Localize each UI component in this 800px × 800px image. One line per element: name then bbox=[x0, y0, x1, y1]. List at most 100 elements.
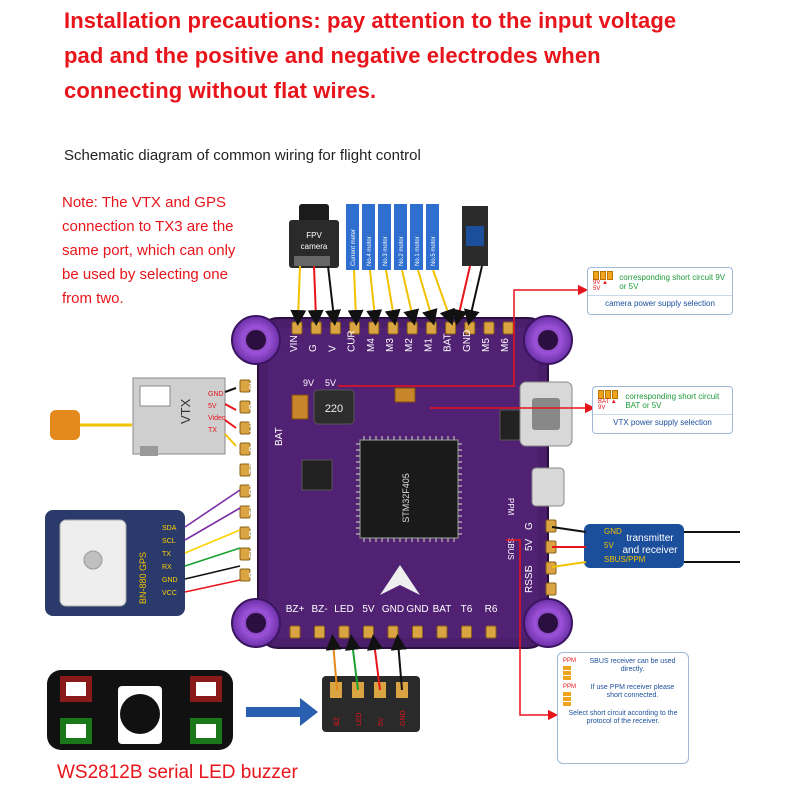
bottom-pad bbox=[289, 625, 301, 639]
motor-label-box bbox=[378, 204, 391, 270]
right-pad bbox=[545, 519, 557, 533]
sbus-note: SBUS receiver can be used directly. bbox=[589, 658, 676, 673]
vtx-pin-label: GND bbox=[208, 391, 224, 398]
motor-label-text: No.2 motor bbox=[399, 236, 405, 266]
right-pad bbox=[545, 561, 557, 575]
buzzer-pin-label: LED bbox=[356, 712, 363, 726]
bottom-pad-label: BZ- bbox=[311, 604, 327, 615]
left-pad-label: G bbox=[248, 571, 259, 579]
right-pad-label: RSSI bbox=[524, 570, 535, 593]
capacitor bbox=[394, 387, 416, 403]
top-pad bbox=[368, 321, 380, 335]
svg-text:220: 220 bbox=[325, 403, 343, 415]
note-line-4: be used by selecting one bbox=[62, 266, 228, 283]
right-pad-label: 5V bbox=[524, 538, 535, 551]
motor-label-text: No.5 motor bbox=[431, 236, 437, 266]
gps-module: BN-880 GPS bbox=[45, 510, 185, 616]
left-pad bbox=[239, 484, 251, 498]
bottom-pad bbox=[363, 625, 374, 639]
note-line-1: Note: The VTX and GPS bbox=[62, 194, 226, 211]
title-line-2: pad and the positive and negative electr… bbox=[64, 43, 601, 68]
gps-pin-label: TX bbox=[162, 551, 171, 558]
left-pad-label: G bbox=[248, 403, 259, 411]
mcu-chip: STM32F405 bbox=[356, 436, 462, 542]
note-line-3: same port, which can only bbox=[62, 242, 236, 259]
top-pad bbox=[425, 321, 437, 335]
buzzer-connector bbox=[322, 676, 420, 732]
receiver-wires bbox=[551, 526, 740, 568]
ppm-note: If use PPM receiver please short connect… bbox=[590, 684, 675, 699]
bottom-pad bbox=[387, 625, 399, 639]
motor-label-box bbox=[426, 204, 439, 270]
buzzer-caption: WS2812B serial LED buzzer bbox=[57, 762, 298, 783]
buzzer-pin-label: 5V bbox=[378, 717, 385, 726]
svg-text:BN-880 GPS: BN-880 GPS bbox=[138, 552, 148, 604]
top-pad bbox=[502, 321, 514, 335]
receiver-module: transmitter and receiver bbox=[584, 524, 684, 568]
vtx-wires bbox=[224, 387, 237, 447]
receiver-pin-label: GND bbox=[604, 527, 622, 536]
top-pad-label: M5 bbox=[481, 338, 492, 352]
bottom-pad-label: 5V bbox=[362, 604, 375, 615]
vtx-power-note: corresponding short circuit BAT or 5V bbox=[625, 391, 720, 410]
svg-text:VTX: VTX bbox=[178, 398, 193, 424]
top-pad-label: G bbox=[308, 344, 319, 352]
left-pad-label: 5V bbox=[248, 545, 259, 558]
vtx-module: VTX bbox=[132, 377, 226, 456]
svg-text:FPV: FPV bbox=[306, 231, 322, 240]
left-pad bbox=[239, 379, 251, 393]
receiver-protocol-callout: PPM SBUS receiver can be used directly. … bbox=[557, 652, 689, 764]
title-line-3: connecting without flat wires. bbox=[64, 78, 377, 103]
mcu-label: STM32F405 bbox=[401, 473, 411, 523]
standoff-bottom-right bbox=[523, 598, 573, 648]
left-pad bbox=[239, 505, 251, 519]
bottom-pad-label: GND bbox=[406, 604, 428, 615]
vtx-antenna bbox=[50, 410, 132, 440]
left-pad bbox=[239, 421, 251, 435]
vtx-power-title: VTX power supply selection bbox=[593, 414, 732, 430]
top-pad-label: M4 bbox=[366, 338, 377, 352]
inductor: 220 bbox=[313, 389, 355, 425]
standoff-bottom-left bbox=[231, 598, 281, 648]
top-pad bbox=[483, 321, 495, 335]
motor-wires bbox=[347, 269, 455, 326]
top-pad bbox=[329, 321, 341, 335]
svg-text:camera: camera bbox=[301, 242, 328, 251]
motor-label-box bbox=[346, 204, 359, 270]
camera-power-note: corresponding short circuit 9V or 5V bbox=[619, 272, 726, 291]
right-pad-label: G bbox=[524, 522, 535, 530]
diagram-subtitle: Schematic diagram of common wiring for f… bbox=[64, 147, 421, 164]
callout-connectors bbox=[338, 284, 596, 721]
bottom-pad-label: LED bbox=[334, 604, 353, 615]
svg-text:PPM: PPM bbox=[506, 498, 515, 516]
receiver-pin-label: SBUS/PPM bbox=[604, 555, 646, 564]
top-pad-label: BAT bbox=[443, 333, 454, 352]
top-pad-label: M3 bbox=[385, 338, 396, 352]
gyro-chip bbox=[301, 459, 333, 491]
right-pad-label: S bbox=[524, 565, 535, 572]
buzzer-pin-label: BZ bbox=[334, 716, 341, 726]
vtx-pin-label: TX bbox=[208, 427, 217, 434]
bottom-pad-label: BAT bbox=[433, 604, 452, 615]
usb-port bbox=[519, 381, 573, 447]
top-pad bbox=[445, 321, 457, 335]
buzzer-wires bbox=[325, 634, 407, 691]
led-buzzer-board bbox=[47, 670, 233, 750]
left-pad-label: T1 bbox=[248, 504, 259, 516]
gps-pin-label: SDA bbox=[162, 525, 177, 532]
top-pad-label: CUR bbox=[347, 330, 358, 352]
gps-pin-label: VCC bbox=[162, 590, 177, 597]
svg-text:and receiver: and receiver bbox=[622, 545, 678, 556]
bottom-pad-label: BZ+ bbox=[286, 604, 305, 615]
top-pad-label: GND bbox=[462, 330, 473, 352]
vtx-power-callout: BAT ▲ 9V corresponding short circuit BAT… bbox=[592, 386, 733, 434]
camera-wires bbox=[290, 265, 342, 326]
arrow-direction-mark bbox=[380, 565, 420, 595]
top-pad-label: V bbox=[327, 345, 338, 352]
receiver-pin-label: 5V bbox=[604, 541, 614, 550]
left-pad-label: 9V bbox=[248, 377, 259, 390]
motor-label-text: No.1 motor bbox=[415, 236, 421, 266]
